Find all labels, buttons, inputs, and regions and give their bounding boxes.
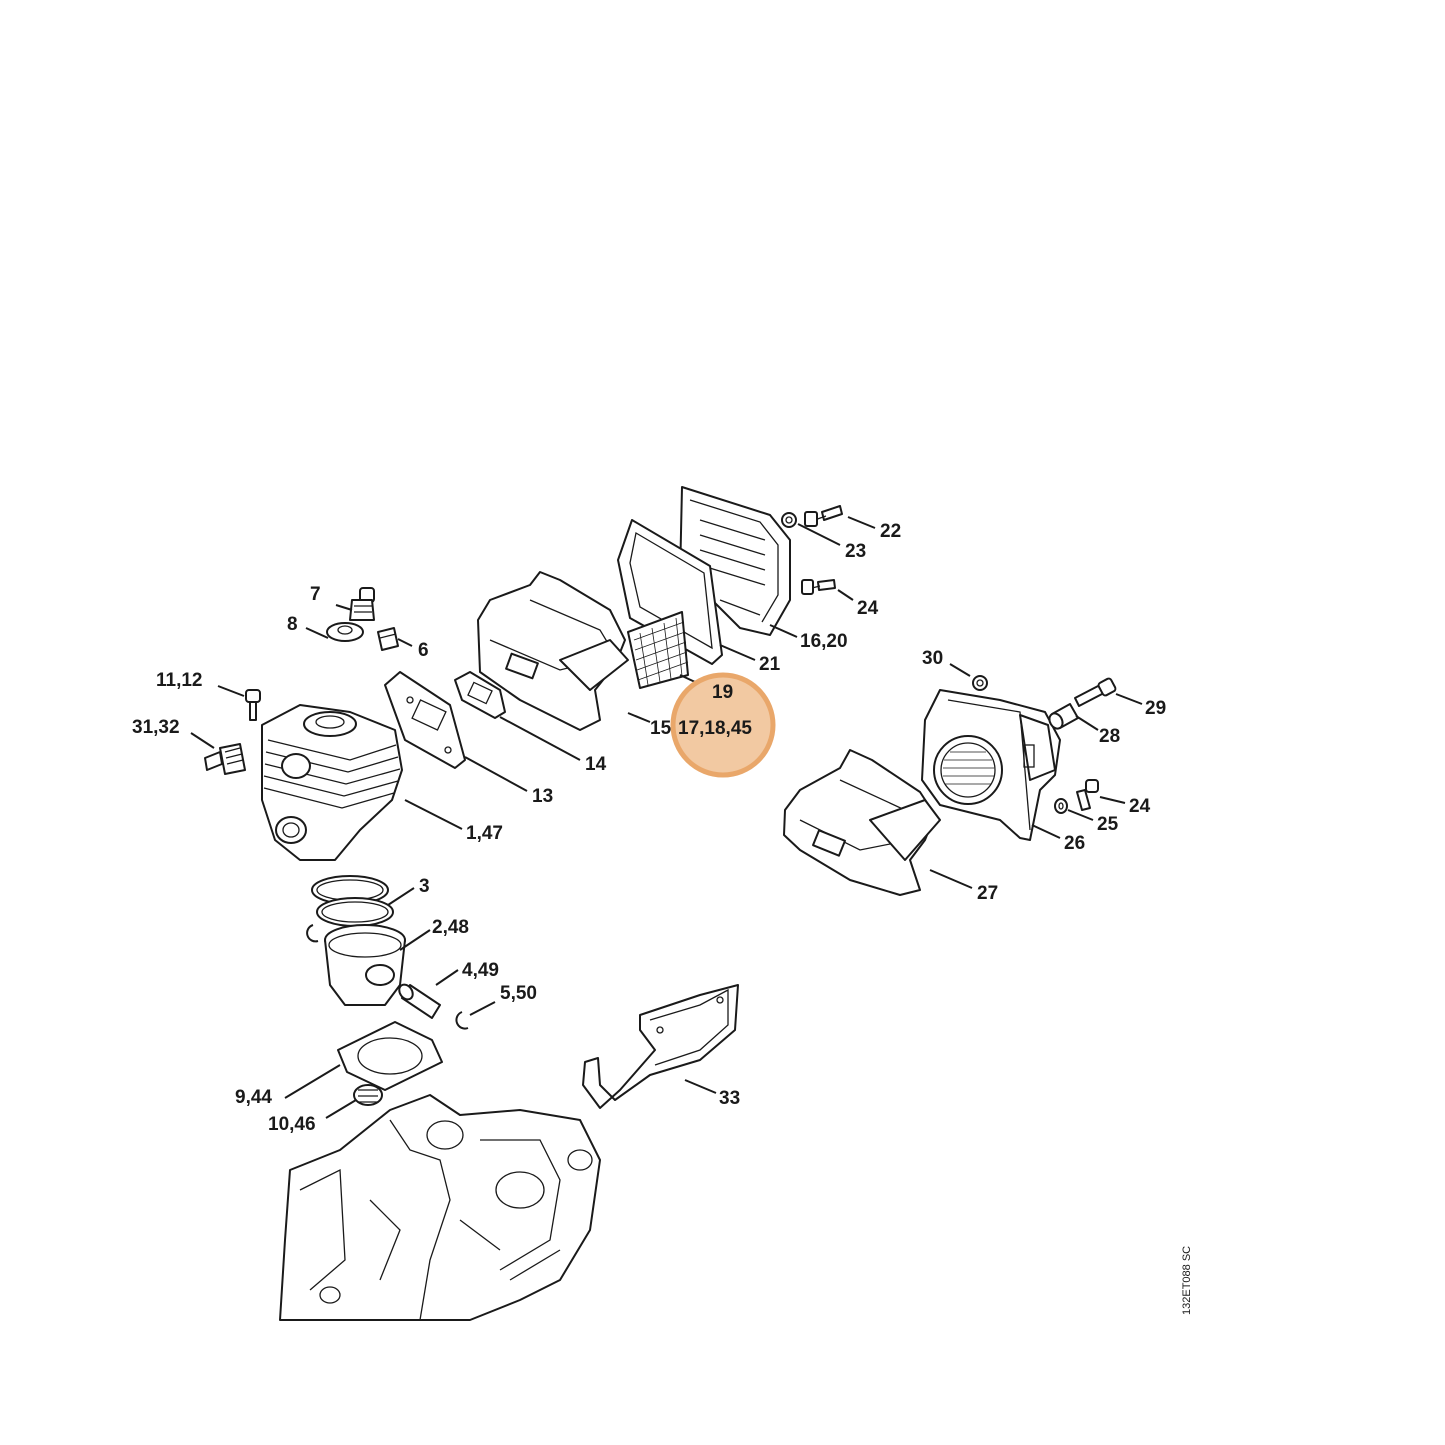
part-label[interactable]: 11,12 — [156, 670, 203, 691]
part-label[interactable]: 1,47 — [466, 823, 503, 844]
part-label[interactable]: 13 — [532, 786, 553, 807]
crankcase-part[interactable] — [279, 1094, 601, 1321]
cylinder-base-gasket-part[interactable] — [337, 1021, 443, 1091]
part-label[interactable]: 31,32 — [132, 717, 180, 738]
muffler-housing-part[interactable] — [783, 749, 941, 896]
part-label[interactable]: 19 — [712, 682, 733, 703]
exhaust-gasket-part[interactable] — [454, 671, 506, 719]
screw-part[interactable] — [804, 505, 843, 527]
part-label[interactable]: 2,48 — [432, 917, 469, 938]
part-label[interactable]: 25 — [1097, 814, 1119, 835]
decompression-valve-part[interactable] — [349, 587, 375, 621]
exhaust-flange-part[interactable] — [384, 671, 466, 769]
part-label[interactable]: 28 — [1099, 726, 1120, 747]
collar-screw-part[interactable] — [781, 512, 797, 528]
part-label[interactable]: 9,44 — [235, 1087, 272, 1108]
highlight-circle — [670, 672, 776, 778]
crankcase-gasket-part[interactable] — [582, 984, 739, 1109]
circlip-part[interactable] — [455, 1011, 469, 1030]
part-label[interactable]: 5,50 — [500, 983, 537, 1004]
part-label[interactable]: 7 — [310, 584, 321, 605]
part-label[interactable]: 24 — [857, 598, 879, 619]
part-label[interactable]: 14 — [585, 754, 607, 775]
cylinder-part[interactable] — [261, 704, 403, 861]
part-label[interactable]: 29 — [1145, 698, 1166, 719]
part-label[interactable]: 16,20 — [800, 631, 848, 652]
intake-assembly-part[interactable] — [921, 689, 1061, 841]
part-label[interactable]: 4,49 — [462, 960, 499, 981]
part-label[interactable]: 15 — [650, 718, 672, 739]
piston-pin-part[interactable] — [396, 982, 441, 1019]
washer-part[interactable] — [1054, 798, 1068, 814]
part-label[interactable]: 30 — [922, 648, 943, 669]
spark-plug-part[interactable] — [204, 743, 246, 775]
screw-part[interactable] — [801, 579, 836, 595]
muffler-body-part[interactable] — [477, 571, 629, 731]
piston-ring-part[interactable] — [311, 875, 394, 927]
part-label[interactable]: 6 — [418, 640, 429, 661]
part-label[interactable]: 10,46 — [268, 1114, 316, 1135]
screw-part[interactable] — [1076, 779, 1099, 811]
plug-part[interactable] — [377, 627, 399, 651]
piston-part[interactable] — [324, 924, 406, 1006]
part-label[interactable]: 17,18,45 — [678, 718, 752, 739]
drawing-code: 132ET088 SC — [1181, 1246, 1193, 1315]
part-label[interactable]: 24 — [1129, 796, 1151, 817]
part-label[interactable]: 23 — [845, 541, 866, 562]
part-label[interactable]: 3 — [419, 876, 430, 897]
washer-part[interactable] — [326, 622, 364, 642]
part-label[interactable]: 21 — [759, 654, 781, 675]
cylinder-screw-part[interactable] — [245, 689, 261, 721]
part-labels: 22 23 24 16,20 21 19 15 17,18,45 14 13 7… — [132, 521, 1166, 1135]
part-label[interactable]: 26 — [1064, 833, 1085, 854]
collar-screw-part[interactable] — [972, 675, 988, 691]
circlip-part[interactable] — [306, 924, 319, 943]
part-label[interactable]: 27 — [977, 883, 998, 904]
part-label[interactable]: 22 — [880, 521, 901, 542]
part-label[interactable]: 33 — [719, 1088, 740, 1109]
screw-part[interactable] — [1074, 677, 1117, 707]
spark-arrestor-screen-part[interactable] — [627, 611, 689, 689]
part-label[interactable]: 8 — [287, 614, 298, 635]
needle-cage-part[interactable] — [353, 1084, 383, 1106]
